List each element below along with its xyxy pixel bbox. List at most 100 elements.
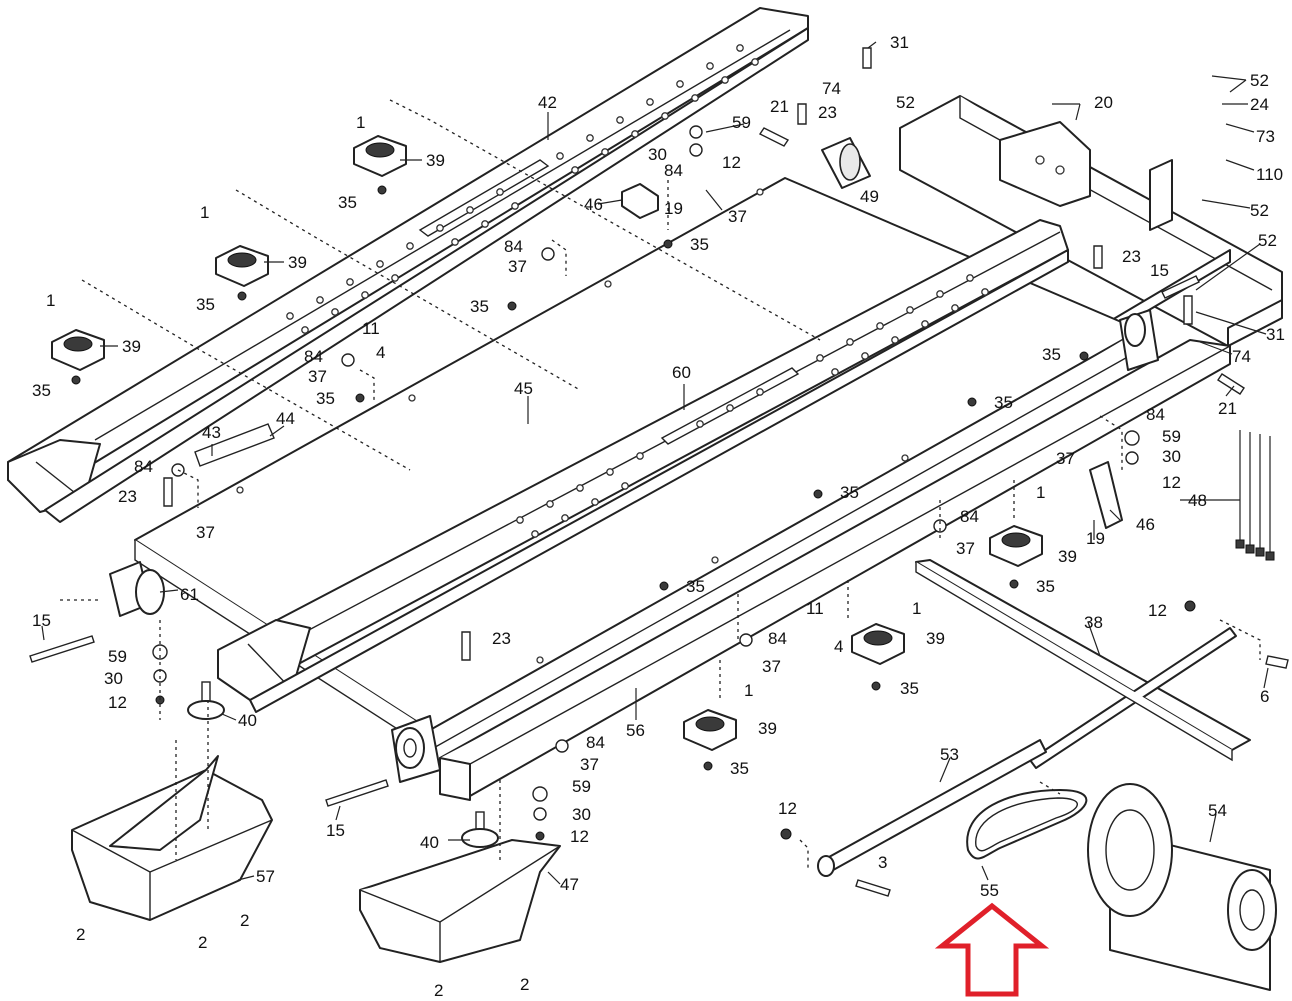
callout-35: 35 [690, 235, 709, 254]
callout-1: 1 [912, 599, 921, 618]
callout-39: 39 [122, 337, 141, 356]
right-platform-60 [217, 219, 1069, 713]
callout-35: 35 [470, 297, 489, 316]
callout-12: 12 [1148, 601, 1167, 620]
callout-21: 21 [770, 97, 789, 116]
callout-30: 30 [648, 145, 667, 164]
callout-39: 39 [288, 253, 307, 272]
callout-45: 45 [514, 379, 533, 398]
callout-43: 43 [202, 423, 221, 442]
callout-44: 44 [276, 409, 295, 428]
motor-rod-53 [817, 739, 1047, 877]
leveling-foot-40a [187, 681, 225, 720]
callout-37: 37 [308, 367, 327, 386]
rear-roller-49 [821, 137, 871, 189]
bracket-46b [1089, 461, 1123, 529]
callout-31: 31 [890, 33, 909, 52]
callout-12: 12 [1162, 473, 1181, 492]
callout-35: 35 [730, 759, 749, 778]
callout-52: 52 [1258, 231, 1277, 250]
callout-37: 37 [762, 657, 781, 676]
callout-47: 47 [560, 875, 579, 894]
callout-84: 84 [304, 347, 323, 366]
callout-84: 84 [504, 237, 523, 256]
callout-52: 52 [1250, 201, 1269, 220]
frame-rail-56 [439, 339, 1231, 801]
callout-3: 3 [878, 853, 887, 872]
callout-35: 35 [338, 193, 357, 212]
callout-84: 84 [134, 457, 153, 476]
callout-73: 73 [1256, 127, 1275, 146]
callout-37: 37 [728, 207, 747, 226]
callout-21: 21 [1218, 399, 1237, 418]
callout-53: 53 [940, 745, 959, 764]
left-platform-42 [7, 7, 809, 523]
callout-37: 37 [580, 755, 599, 774]
callout-35: 35 [316, 389, 335, 408]
callout-56: 56 [626, 721, 645, 740]
right-platform-perforation [516, 274, 989, 538]
callout-54: 54 [1208, 801, 1227, 820]
callout-37: 37 [196, 523, 215, 542]
callout-23: 23 [1122, 247, 1141, 266]
isolators-39 [51, 135, 1043, 751]
callout-2: 2 [520, 975, 529, 994]
front-roller-61 [109, 561, 165, 617]
callout-6: 6 [1260, 687, 1269, 706]
callout-60: 60 [672, 363, 691, 382]
rear-roller-right [1119, 309, 1159, 371]
hood-57 [71, 755, 273, 921]
decal-43 [194, 423, 275, 467]
callout-24: 24 [1250, 95, 1269, 114]
callout-30: 30 [572, 805, 591, 824]
callout-74: 74 [1232, 347, 1251, 366]
drive-belt-55 [966, 789, 1088, 860]
callout-59: 59 [572, 777, 591, 796]
callout-15: 15 [32, 611, 51, 630]
callout-23: 23 [118, 487, 137, 506]
assembly-guide-lines [60, 99, 1261, 868]
callout-30: 30 [104, 669, 123, 688]
callout-39: 39 [758, 719, 777, 738]
callout-39: 39 [926, 629, 945, 648]
callout-2: 2 [240, 911, 249, 930]
callout-40: 40 [420, 833, 439, 852]
callout-1: 1 [356, 113, 365, 132]
callout-1: 1 [744, 681, 753, 700]
callout-48: 48 [1188, 491, 1207, 510]
callout-1: 1 [46, 291, 55, 310]
callout-59: 59 [108, 647, 127, 666]
cords-48 [1235, 430, 1275, 561]
callout-1: 1 [1036, 483, 1045, 502]
callout-46: 46 [1136, 515, 1155, 534]
callout-110: 110 [1256, 165, 1283, 184]
callout-2: 2 [198, 933, 207, 952]
callout-49: 49 [860, 187, 879, 206]
callout-15: 15 [326, 821, 345, 840]
callout-59: 59 [1162, 427, 1181, 446]
callout-11: 11 [806, 599, 824, 618]
left-platform-perforation [286, 44, 759, 334]
callout-12: 12 [108, 693, 127, 712]
callout-12: 12 [722, 153, 741, 172]
callout-38: 38 [1084, 613, 1103, 632]
callout-46: 46 [584, 195, 603, 214]
callout-15: 15 [1150, 261, 1169, 280]
callout-57: 57 [256, 867, 275, 886]
base-frame-38 [915, 559, 1251, 769]
callout-84: 84 [960, 507, 979, 526]
callout-52: 52 [896, 93, 915, 112]
callout-35: 35 [994, 393, 1013, 412]
callout-23: 23 [818, 103, 837, 122]
leveling-foot-40b [461, 811, 499, 848]
callout-11: 11 [362, 319, 380, 338]
callout-35: 35 [196, 295, 215, 314]
motor-mount-tab [1149, 159, 1173, 231]
motor-bracket-plate [999, 121, 1091, 207]
highlight-arrow [934, 902, 1050, 997]
callout-61: 61 [180, 585, 199, 604]
callout-40: 40 [238, 711, 257, 730]
callout-4: 4 [376, 343, 385, 362]
callout-39: 39 [1058, 547, 1077, 566]
